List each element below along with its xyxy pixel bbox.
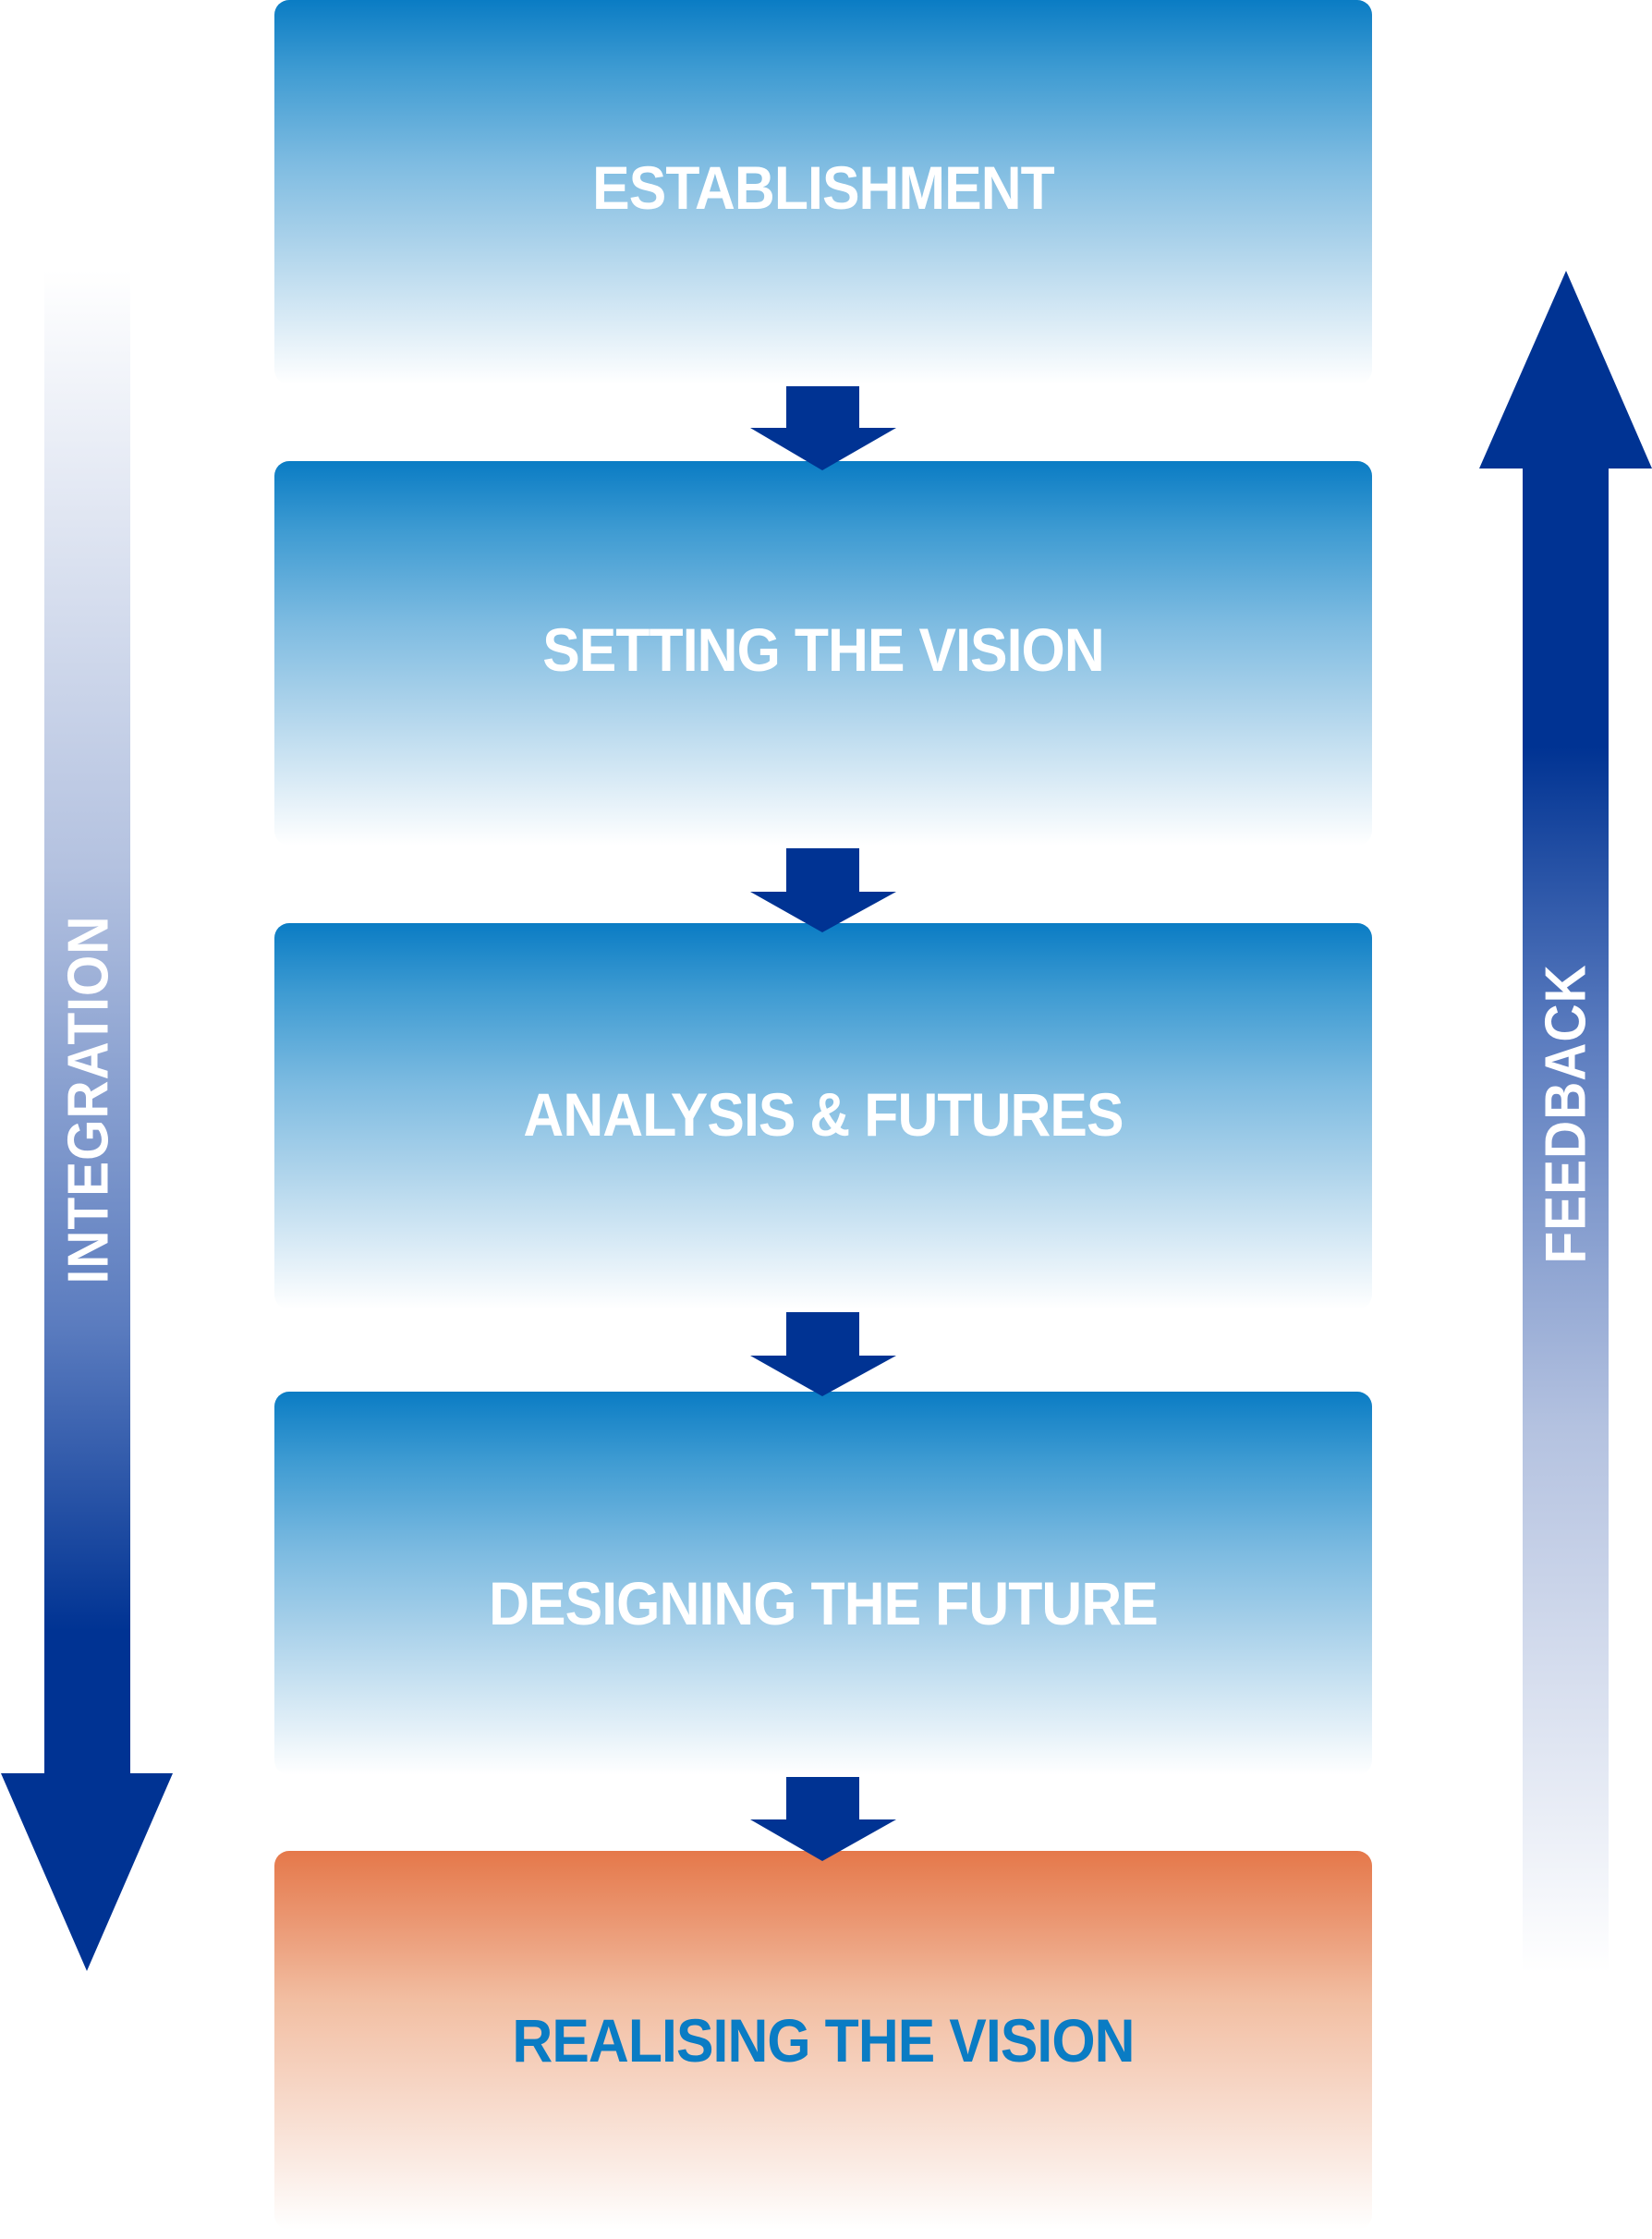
- flow-arrow-down-icon: [750, 1777, 896, 1861]
- flow-arrow-down-icon: [750, 1312, 896, 1396]
- integration-label: INTEGRATION: [56, 915, 121, 1284]
- stage-establishment: ESTABLISHMENT: [274, 0, 1372, 384]
- stage-label: REALISING THE VISION: [512, 2006, 1135, 2075]
- stage-label: ESTABLISHMENT: [592, 153, 1055, 222]
- feedback-arrow-shape: [1479, 271, 1652, 1973]
- feedback-label: FEEDBACK: [1534, 964, 1598, 1264]
- stage-realising-the-vision: REALISING THE VISION: [274, 1851, 1372, 2230]
- stage-analysis-and-futures: ANALYSIS & FUTURES: [274, 923, 1372, 1309]
- stage-label: SETTING THE VISION: [542, 615, 1104, 684]
- stage-label: ANALYSIS & FUTURES: [523, 1080, 1124, 1149]
- feedback-arrow: [1479, 271, 1652, 1973]
- integration-arrow-shape: [1, 270, 173, 1971]
- flow-arrow-down-icon: [750, 848, 896, 932]
- integration-arrow: [1, 270, 173, 1971]
- stage-label: DESIGNING THE FUTURE: [489, 1569, 1159, 1637]
- stage-designing-the-future: DESIGNING THE FUTURE: [274, 1392, 1372, 1775]
- flow-arrow-down-icon: [750, 386, 896, 470]
- stage-setting-the-vision: SETTING THE VISION: [274, 461, 1372, 846]
